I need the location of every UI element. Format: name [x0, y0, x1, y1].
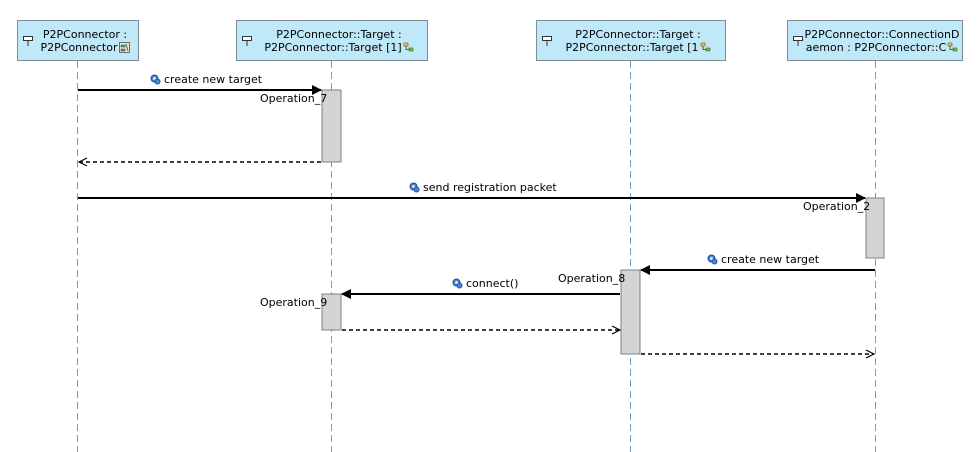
activation-bar-operation-2[interactable] [865, 197, 885, 259]
message-label-create-new-target-2[interactable]: create new target [707, 253, 819, 266]
activation-bar-operation-8[interactable] [620, 269, 641, 355]
activation-bar-operation-7[interactable] [321, 89, 342, 163]
operation-label-2: Operation_2 [803, 200, 871, 213]
operation-icon [452, 278, 463, 289]
operation-label-8: Operation_8 [558, 272, 626, 285]
message-label-create-new-target-1[interactable]: create new target [150, 73, 262, 86]
component-icon [118, 41, 130, 53]
operation-icon [707, 254, 718, 265]
lifeline-lines [77, 61, 876, 452]
class-icon [700, 42, 710, 51]
lifeline-name-line2: P2PConnector::Target [1 [565, 40, 699, 54]
message-text: create new target [721, 253, 820, 266]
message-text: connect() [466, 277, 519, 290]
lifeline-icon [793, 36, 803, 46]
messages [78, 85, 875, 354]
lifeline-name-line1: P2PConnector::Target : [276, 27, 402, 41]
lifeline-header-target-1[interactable]: P2PConnector::Target : P2PConnector::Tar… [236, 20, 428, 61]
message-label-connect[interactable]: connect() [452, 277, 518, 290]
message-text: send registration packet [423, 181, 557, 194]
operation-label-7: Operation_7 [260, 92, 328, 105]
operation-icon [150, 74, 161, 85]
lifeline-name-line2: P2PConnector::Target [1] [264, 40, 402, 54]
activation-bars [321, 89, 885, 355]
message-label-send-registration-packet[interactable]: send registration packet [409, 181, 557, 194]
lifeline-name-line1: P2PConnector::Target : [575, 27, 701, 41]
operation-icon [409, 182, 420, 193]
lifeline-name-line2: aemon : P2PConnector::C [805, 40, 947, 54]
lifeline-name-line1: P2PConnector : [42, 27, 128, 41]
lifeline-icon [542, 36, 552, 46]
lifeline-name-line1: P2PConnector::ConnectionD [804, 27, 960, 41]
lifeline-icon [242, 36, 252, 46]
class-icon [947, 42, 958, 51]
lifeline-name-line2: P2PConnector [40, 40, 118, 54]
lifeline-header-target-2[interactable]: P2PConnector::Target : P2PConnector::Tar… [536, 20, 726, 61]
lifeline-header-p2pconnector[interactable]: P2PConnector : P2PConnector [17, 20, 139, 61]
lifeline-header-connection-daemon[interactable]: P2PConnector::ConnectionD aemon : P2PCon… [787, 20, 963, 61]
operation-label-9: Operation_9 [260, 296, 328, 309]
lifeline-icon [23, 36, 33, 46]
message-text: create new target [164, 73, 263, 86]
class-icon [403, 42, 413, 51]
activation-bar-operation-9[interactable] [321, 293, 342, 331]
